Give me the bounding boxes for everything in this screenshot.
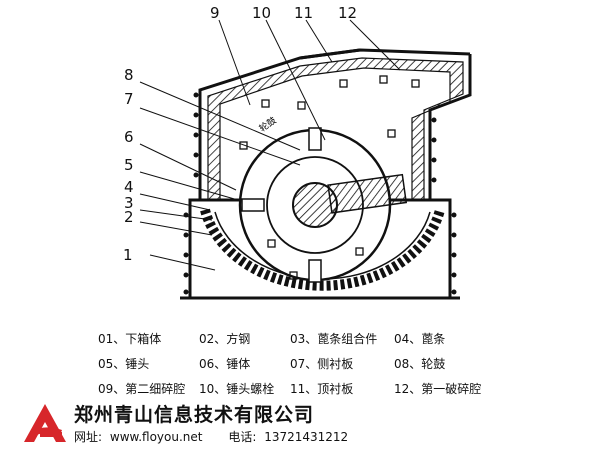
- rotor-direction-label: 轮鼓: [257, 114, 279, 134]
- phone-label: 电话:: [228, 430, 257, 444]
- company-footer: 郑州青山信息技术有限公司 网址: www.floyou.net 电话: 1372…: [0, 398, 600, 450]
- legend-row: 05、锤头 06、锤体 07、侧衬板 08、轮鼓: [98, 351, 518, 376]
- legend-item: 12、第一破碎腔: [394, 382, 482, 396]
- legend-item: 04、蓖条: [394, 332, 446, 346]
- legend-item: 02、方钢: [199, 332, 251, 346]
- website-link[interactable]: www.floyou.net: [109, 430, 203, 444]
- legend-item: 05、锤头: [98, 357, 150, 371]
- callout-3: 3: [124, 194, 134, 212]
- bolt-marks: [239, 75, 420, 280]
- legend-row: 01、下箱体 02、方钢 03、蓖条组合件 04、蓖条: [98, 326, 518, 351]
- contact-line: 网址: www.floyou.net 电话: 13721431212: [74, 428, 352, 445]
- rotor: [238, 127, 408, 283]
- callout-1: 1: [123, 246, 133, 264]
- legend-item: 07、侧衬板: [290, 357, 354, 371]
- callout-6: 6: [124, 128, 134, 146]
- callout-12: 12: [338, 4, 357, 22]
- callout-10: 10: [252, 4, 271, 22]
- callout-11: 11: [294, 4, 313, 22]
- company-name: 郑州青山信息技术有限公司: [74, 404, 315, 426]
- legend-item: 03、蓖条组合件: [290, 332, 378, 346]
- website-label: 网址:: [74, 430, 103, 444]
- upper-liner: [207, 57, 464, 201]
- crusher-diagram: 1 2 3 4 5 6 7 8 9 10 11 12 轮鼓: [123, 4, 472, 300]
- phone-number: 13721431212: [264, 430, 349, 444]
- leader-lines: [139, 19, 401, 271]
- callout-4: 4: [124, 178, 134, 196]
- callout-7: 7: [124, 90, 134, 108]
- legend-row: 09、第二细碎腔 10、锤头螺栓 11、顶衬板 12、第一破碎腔: [98, 376, 518, 401]
- legend-item: 01、下箱体: [98, 332, 162, 346]
- rivets: [183, 92, 457, 295]
- legend-item: 09、第二细碎腔: [98, 382, 186, 396]
- callout-5: 5: [124, 156, 134, 174]
- legend-item: 11、顶衬板: [290, 382, 354, 396]
- company-logo-icon: [24, 404, 66, 442]
- grate-bars: [200, 208, 445, 291]
- legend-item: 06、锤体: [199, 357, 251, 371]
- callout-9: 9: [210, 4, 220, 22]
- legend-item: 10、锤头螺栓: [199, 382, 275, 396]
- legend-item: 08、轮鼓: [394, 357, 446, 371]
- parts-legend: 01、下箱体 02、方钢 03、蓖条组合件 04、蓖条 05、锤头 06、锤体 …: [98, 326, 518, 401]
- callout-2: 2: [124, 208, 134, 226]
- callout-8: 8: [124, 66, 134, 84]
